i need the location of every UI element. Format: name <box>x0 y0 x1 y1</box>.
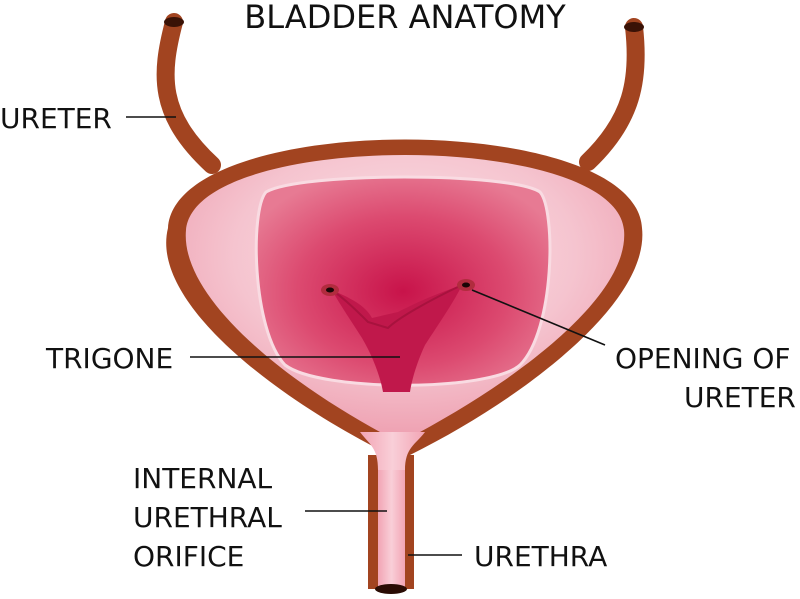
right-ureter-opening <box>457 279 475 291</box>
urethra-tube <box>360 432 425 594</box>
label-opening-line1: OPENING OF <box>615 342 791 375</box>
opening-leader <box>471 289 606 346</box>
leader-lines <box>126 116 606 556</box>
right-ureter <box>579 18 645 171</box>
label-opening-line2: URETER <box>684 381 796 414</box>
page-title: BLADDER ANATOMY <box>244 0 566 36</box>
trigone-region <box>331 284 463 392</box>
label-urethra: URETHRA <box>474 540 607 573</box>
label-ureter: URETER <box>0 102 112 135</box>
bladder-cavity <box>254 175 552 387</box>
left-ureter <box>156 13 221 174</box>
label-internal-line3: ORIFICE <box>133 540 244 573</box>
label-internal-line1: INTERNAL <box>133 462 273 495</box>
left-ureter-opening <box>321 284 339 296</box>
label-internal-line2: URETHRAL <box>133 501 282 534</box>
label-trigone: TRIGONE <box>45 342 173 375</box>
